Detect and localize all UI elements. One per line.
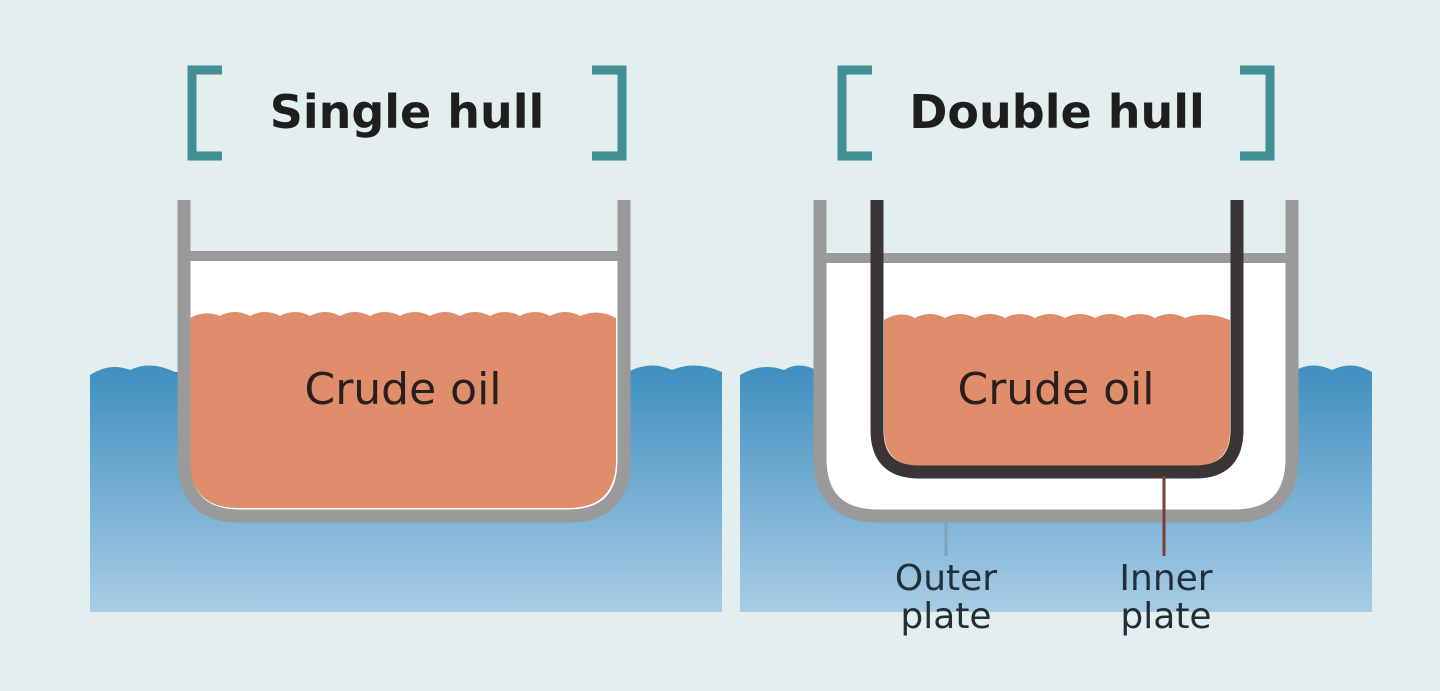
double-hull-panel: Double hull Crude oil Outer plate Inner … <box>740 65 1372 637</box>
single-hull-water-right <box>628 365 722 612</box>
single-hull-water <box>90 365 175 612</box>
outer-plate-label-line-2: plate <box>900 596 991 637</box>
double-hull-outer-plate <box>813 200 1299 523</box>
inner-plate-label-line-2: plate <box>1120 596 1211 637</box>
double-hull-inner-plate <box>870 200 1244 479</box>
single-hull-right-bracket-icon <box>592 65 627 161</box>
single-hull-cargo-label: Crude oil <box>304 364 501 415</box>
double-hull-oil <box>884 314 1230 466</box>
double-hull-title: Double hull <box>909 85 1204 139</box>
double-hull-water-left <box>740 365 820 612</box>
single-hull-plate <box>177 200 631 523</box>
double-hull-water-right <box>1292 365 1372 612</box>
double-hull-left-bracket-icon <box>837 65 872 161</box>
single-hull-oil <box>190 312 616 508</box>
single-hull-left-bracket-icon <box>187 65 222 161</box>
single-hull-title: Single hull <box>270 85 545 139</box>
inner-plate-label-line-1: Inner <box>1119 558 1212 599</box>
double-hull-cargo-label: Crude oil <box>957 364 1154 415</box>
panel-divider <box>722 360 740 615</box>
outer-plate-label-line-1: Outer <box>895 558 997 599</box>
single-hull-panel: Single hull Crude oil <box>90 65 722 612</box>
double-hull-right-bracket-icon <box>1240 65 1275 161</box>
